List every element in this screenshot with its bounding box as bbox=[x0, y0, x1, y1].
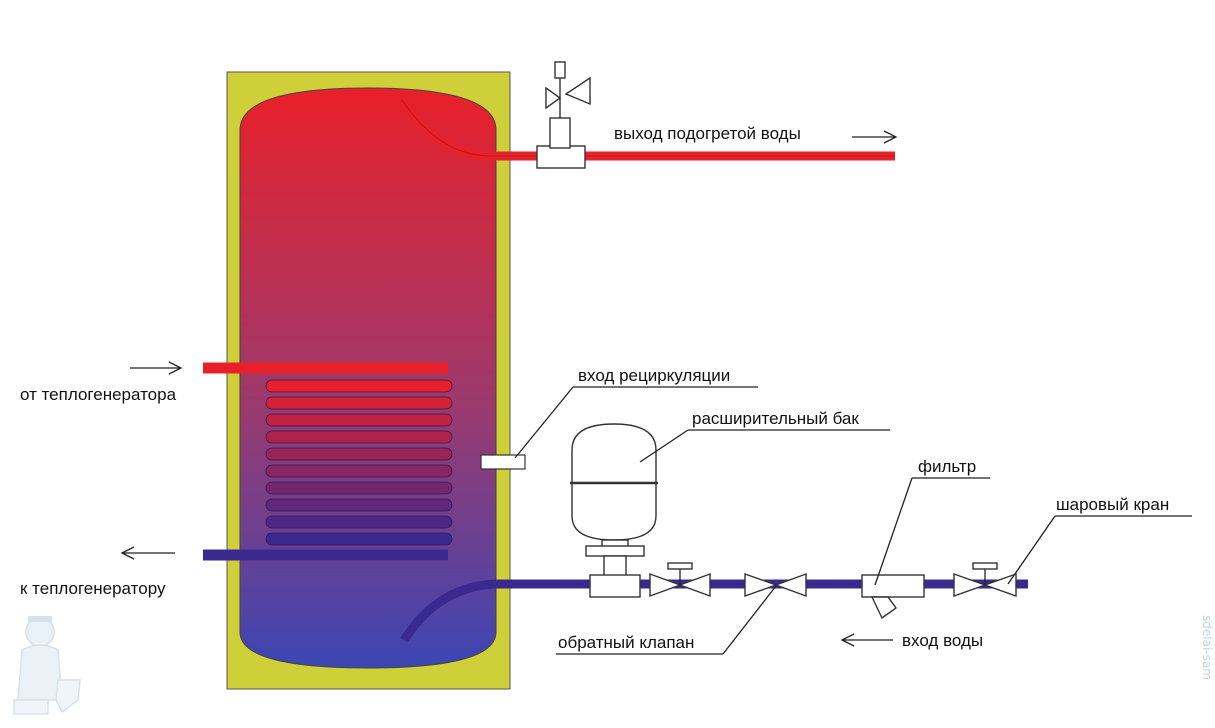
watermark-text: sdelai-sam bbox=[1200, 615, 1214, 680]
safety-valve bbox=[545, 86, 562, 110]
to-generator-arrow bbox=[120, 546, 175, 560]
coil-loop bbox=[265, 515, 453, 529]
water-inlet-arrow bbox=[840, 633, 893, 647]
filter bbox=[861, 574, 925, 620]
recirculation-stub bbox=[480, 454, 526, 470]
ball-valve-left bbox=[649, 562, 711, 598]
leader-check-valve bbox=[722, 585, 777, 655]
leader-expansion bbox=[639, 429, 689, 463]
coil-loop bbox=[265, 498, 453, 512]
hot-out-arrow bbox=[852, 130, 898, 144]
label-from-generator: от теплогенератора bbox=[20, 385, 177, 404]
label-hot-water-out: выход подогретой воды bbox=[614, 124, 801, 143]
coil-loop bbox=[265, 464, 453, 478]
label-recirculation: вход рециркуляции bbox=[578, 366, 730, 385]
label-water-inlet: вход воды bbox=[902, 631, 983, 650]
cold-water-pipe bbox=[400, 579, 1028, 643]
coil-loop bbox=[265, 379, 453, 393]
coil-loop bbox=[265, 532, 453, 546]
from-generator-arrow bbox=[130, 361, 183, 375]
coil-loop bbox=[265, 413, 453, 427]
coil-loop bbox=[265, 447, 453, 461]
outlet-tee bbox=[536, 145, 586, 169]
label-expansion-tank: расширительный бак bbox=[692, 409, 859, 428]
coil-loop bbox=[265, 430, 453, 444]
label-ball-valve: шаровый кран bbox=[1056, 495, 1169, 514]
leader-recirculation bbox=[514, 386, 574, 459]
ball-valve-right bbox=[953, 562, 1017, 597]
label-check-valve: обратный клапан bbox=[558, 633, 694, 652]
leader-filter bbox=[874, 477, 913, 586]
storage-tank bbox=[239, 87, 497, 669]
leader-ball-valve bbox=[1007, 515, 1056, 585]
heat-exchanger-coil bbox=[203, 362, 453, 561]
cold-tee bbox=[589, 574, 641, 598]
coil-loop bbox=[265, 396, 453, 410]
label-filter: фильтр bbox=[918, 457, 976, 476]
mascot-logo bbox=[13, 616, 81, 715]
expansion-tank bbox=[570, 423, 658, 579]
label-to-generator: к теплогенератору bbox=[20, 579, 166, 598]
coil-loop bbox=[265, 481, 453, 495]
check-valve bbox=[744, 572, 807, 598]
